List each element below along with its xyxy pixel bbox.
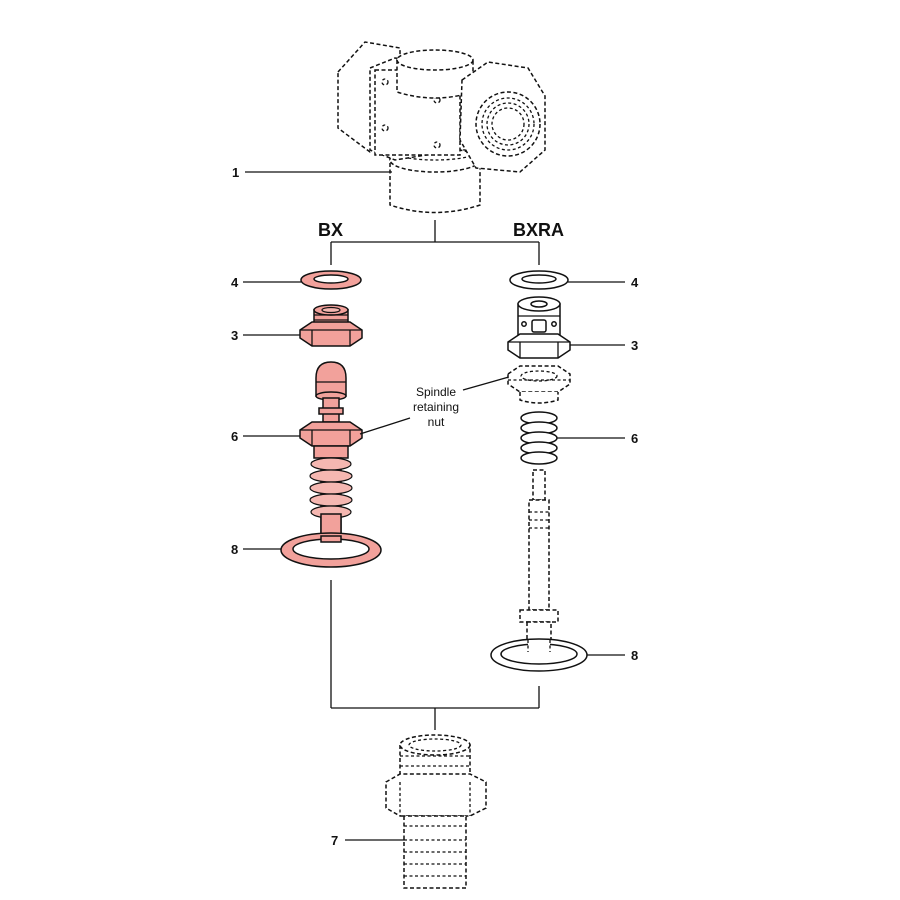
spring-right <box>520 411 558 465</box>
tailpiece <box>385 734 487 889</box>
seal-ring-right <box>490 638 588 672</box>
label-part-4-left: 4 <box>231 275 239 290</box>
label-part-8-left: 8 <box>231 542 238 557</box>
label-part-8-right: 8 <box>631 648 638 663</box>
label-part-3-right: 3 <box>631 338 638 353</box>
bonnet-right <box>507 296 571 359</box>
callout-spindle-retaining-nut: Spindle retaining nut <box>359 374 517 435</box>
callout-line-1: Spindle <box>416 385 456 399</box>
callout-line-3: nut <box>428 415 445 429</box>
retaining-nut-right <box>507 365 571 404</box>
washer-left <box>300 270 362 290</box>
seal-ring-left <box>280 532 382 568</box>
callout-line-2: retaining <box>413 400 459 414</box>
bonnet-left <box>299 304 363 347</box>
spindle-assembly-left <box>299 361 363 542</box>
variant-title-bxra: BXRA <box>513 220 564 240</box>
variant-title-bx: BX <box>318 220 343 240</box>
valve-body <box>337 41 546 214</box>
label-part-6-right: 6 <box>631 431 638 446</box>
label-part-6-left: 6 <box>231 429 238 444</box>
label-part-1: 1 <box>232 165 239 180</box>
label-part-3-left: 3 <box>231 328 238 343</box>
branch-lines <box>330 220 540 730</box>
washer-right <box>509 270 569 290</box>
label-part-7: 7 <box>331 833 338 848</box>
spindle-right <box>519 469 559 653</box>
label-part-4-right: 4 <box>631 275 639 290</box>
